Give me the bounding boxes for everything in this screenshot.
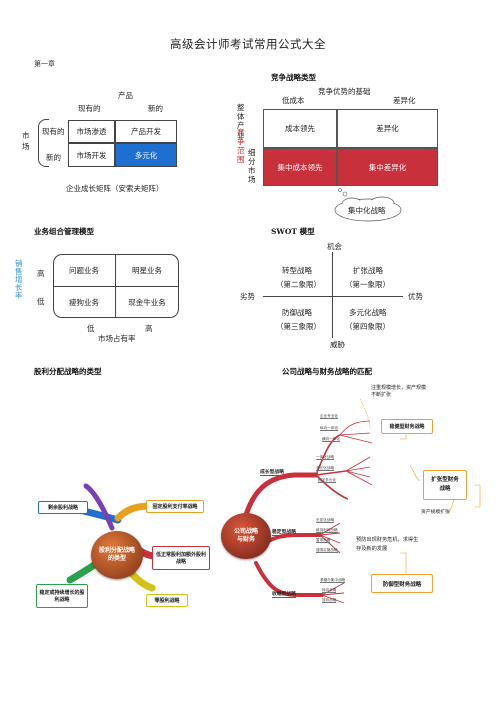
- swot-axis-h: [263, 296, 403, 297]
- swot-q4-sub: （第四象限）: [345, 322, 390, 331]
- match-box-expansion-line1: 扩张型财务: [431, 477, 459, 483]
- ansoff-cell-diversification: 多元化: [115, 143, 177, 167]
- match-branch-growth: 成长型战略: [260, 470, 284, 476]
- swot-weakness: 劣势: [240, 292, 255, 301]
- page-title: 高级会计师考试常用公式大全: [170, 37, 326, 51]
- match-twig-b3: 相关多元化: [318, 478, 336, 484]
- match-box-steady: 稳健型财务战略: [381, 419, 433, 434]
- match-note-top-line2: 不断扩张: [371, 392, 392, 398]
- match-box-expansion: 扩张型财务 战略: [423, 470, 467, 500]
- ansoff-new-left: 新的: [46, 153, 61, 162]
- match-branches: [243, 398, 481, 604]
- swot-opportunity: 机会: [327, 242, 342, 251]
- dividend-center-line2: 的类型: [107, 555, 126, 562]
- ansoff-new-top: 新的: [148, 104, 163, 113]
- dividend-node-zero: 零股利战略: [146, 594, 188, 607]
- match-center-node: [221, 513, 271, 559]
- match-twig-a3: 横向一体化: [322, 437, 340, 443]
- match-twig-d1: 紧缩与集中战略: [320, 578, 346, 584]
- cloud-text: 集中化战略: [348, 206, 386, 215]
- competitive-whole-industry: 整体产业: [237, 103, 245, 139]
- bcg-x-high: 高: [145, 324, 153, 333]
- dividend-node-low-regular: 低正常股利加额外股利战略: [152, 546, 210, 570]
- match-twig-c3: 暂停战略: [316, 538, 331, 544]
- bcg-xlabel: 市场占有率: [98, 334, 136, 343]
- competitive-cell-focus-cost: 集中成本领先: [263, 148, 337, 186]
- swot-q2-title: 转型战略: [282, 266, 312, 275]
- match-branch-stable: 稳定型战略: [272, 530, 296, 536]
- swot-axis-v: [332, 252, 333, 338]
- ansoff-existing-left: 现有的: [42, 127, 65, 136]
- swot-q1-sub: （第一象限）: [345, 280, 390, 289]
- swot-q1-title: 扩张战略: [353, 266, 383, 275]
- ansoff-cell-product-dev: 产品开发: [115, 120, 177, 143]
- ansoff-bracket: [38, 119, 49, 167]
- swot-q3-title: 防御战略: [282, 308, 312, 317]
- dividend-node-stable: 稳定或持续增长的股利战略: [36, 584, 88, 608]
- bcg-cell-star: 明星业务: [132, 265, 162, 275]
- match-twig-c4: 谨慎实施战略: [316, 548, 338, 554]
- match-twig-a2: 纵向一体化: [320, 426, 338, 432]
- match-note-mid-line1: 预防出现财务危机，求得生: [356, 537, 419, 543]
- competitive-low-cost: 低成本: [282, 96, 305, 105]
- match-twig-b2: 多元化战略: [316, 466, 334, 472]
- bcg-divider-v: [115, 254, 116, 318]
- cloud-callout-icon: [334, 188, 402, 222]
- competitive-differentiation: 差异化: [393, 96, 416, 105]
- competitive-cell-focus-diff: 集中差异化: [337, 148, 438, 186]
- match-note-mid: 预防出现财务危机，求得生 存及新的发展: [356, 536, 418, 554]
- competitive-cell-differentiation: 差异化: [337, 109, 438, 148]
- ansoff-existing-top: 现有的: [78, 104, 101, 113]
- dividend-center-line1: 股利分配战略: [98, 547, 135, 554]
- match-twig-c2: 维持利润战略: [316, 528, 338, 534]
- bcg-title: 业务组合管理模型: [34, 227, 94, 236]
- dividend-node-residual: 剩余股利战略: [38, 501, 88, 514]
- match-box-expansion-line2: 战略: [439, 486, 451, 492]
- ansoff-product-label: 产品: [118, 91, 133, 100]
- bcg-low: 低: [37, 297, 45, 306]
- match-center-line2: 与财务: [236, 536, 255, 543]
- competitive-title: 竞争战略类型: [271, 73, 316, 82]
- match-note-top: 注重规模增长，资产规模 不断扩张: [371, 385, 426, 399]
- bcg-ylabel: 销售增长率: [15, 259, 23, 300]
- bcg-high: 高: [37, 269, 45, 278]
- competitive-cell-cost-leadership: 成本领先: [263, 109, 337, 148]
- bcg-cell-question: 问题业务: [69, 265, 99, 275]
- swot-strength: 优势: [408, 292, 423, 301]
- dividend-node-fixed-ratio: 固定股利支付率战略: [146, 500, 204, 513]
- bcg-x-low: 低: [87, 324, 95, 333]
- match-twig-b1: 一体化战略: [316, 455, 334, 461]
- match-center-text: 公司战略 与财务: [221, 528, 271, 544]
- match-note-right: 资产规模扩张: [421, 510, 450, 515]
- swot-title: SWOT 模型: [271, 227, 315, 236]
- ansoff-caption: 企业成长矩阵（安索夫矩阵）: [66, 184, 164, 193]
- ansoff-cell-penetration: 市场渗透: [68, 120, 115, 143]
- match-twig-a1: 企业专业化: [320, 414, 338, 420]
- swot-q2-sub: （第二象限）: [276, 280, 321, 289]
- dividend-center-text: 股利分配战略 的类型: [91, 547, 143, 563]
- bcg-cell-dog: 瘦狗业务: [69, 297, 99, 307]
- match-note-mid-line2: 存及新的发展: [356, 546, 388, 552]
- match-branch-retrench: 收缩型战略: [272, 592, 296, 598]
- match-note-top-line1: 注重规模增长，资产规模: [371, 385, 427, 391]
- match-twig-c1: 无变化战略: [316, 518, 334, 524]
- ansoff-market-label: 市场: [22, 131, 30, 151]
- match-twig-d3: 放弃战略: [322, 598, 337, 604]
- match-box-defensive: 防御型财务战略: [371, 574, 433, 593]
- swot-q3-sub: （第三象限）: [276, 322, 321, 331]
- match-twig-d2: 转向战略: [322, 588, 337, 594]
- match-center-line1: 公司战略: [233, 528, 258, 535]
- match-title: 公司战略与财务战略的匹配: [282, 367, 372, 376]
- bcg-divider-h: [53, 286, 179, 287]
- swot-q4-title: 多元化战略: [349, 308, 387, 317]
- competitive-scope-label: 竞争范围: [237, 128, 245, 164]
- competitive-niche-market: 细分市场: [248, 148, 256, 184]
- dividend-center-node: [91, 531, 143, 579]
- competitive-basis: 竞争优势的基础: [318, 87, 371, 96]
- ansoff-cell-market-dev: 市场开发: [68, 143, 115, 167]
- swot-threat: 威胁: [330, 340, 345, 349]
- dividend-title: 股利分配战略的类型: [34, 367, 102, 376]
- bcg-cell-cashcow: 现金牛业务: [128, 297, 166, 307]
- chapter-label: 第一章: [34, 60, 55, 68]
